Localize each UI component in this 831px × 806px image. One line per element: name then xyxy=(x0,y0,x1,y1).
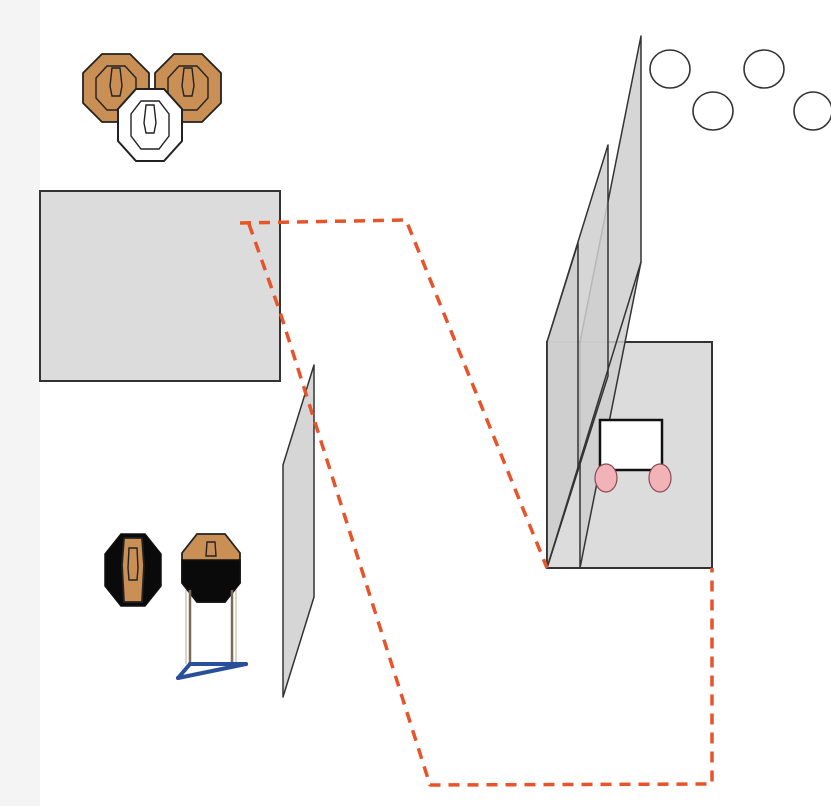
circle-plate-icon xyxy=(743,49,785,89)
angled-wall-left xyxy=(282,364,315,698)
target-stand xyxy=(176,590,248,680)
table-with-hands-icon xyxy=(594,418,672,493)
port-walls-right xyxy=(546,35,642,569)
circle-plate-icon xyxy=(649,49,691,89)
steel-plates xyxy=(649,49,831,131)
circle-plate-icon xyxy=(692,91,734,131)
partial-target-icon xyxy=(181,533,241,603)
hard-cover-targets xyxy=(104,533,248,680)
paper-targets-top xyxy=(82,53,222,162)
circle-plate-icon xyxy=(793,91,831,131)
no-shoot-target-icon xyxy=(117,88,183,162)
fault-line-lower xyxy=(247,223,714,787)
start-table xyxy=(598,418,664,472)
shooting-area-left xyxy=(39,190,281,382)
partial-target-icon xyxy=(104,533,162,607)
left-hand-icon xyxy=(594,463,618,493)
right-hand-icon xyxy=(648,463,672,493)
